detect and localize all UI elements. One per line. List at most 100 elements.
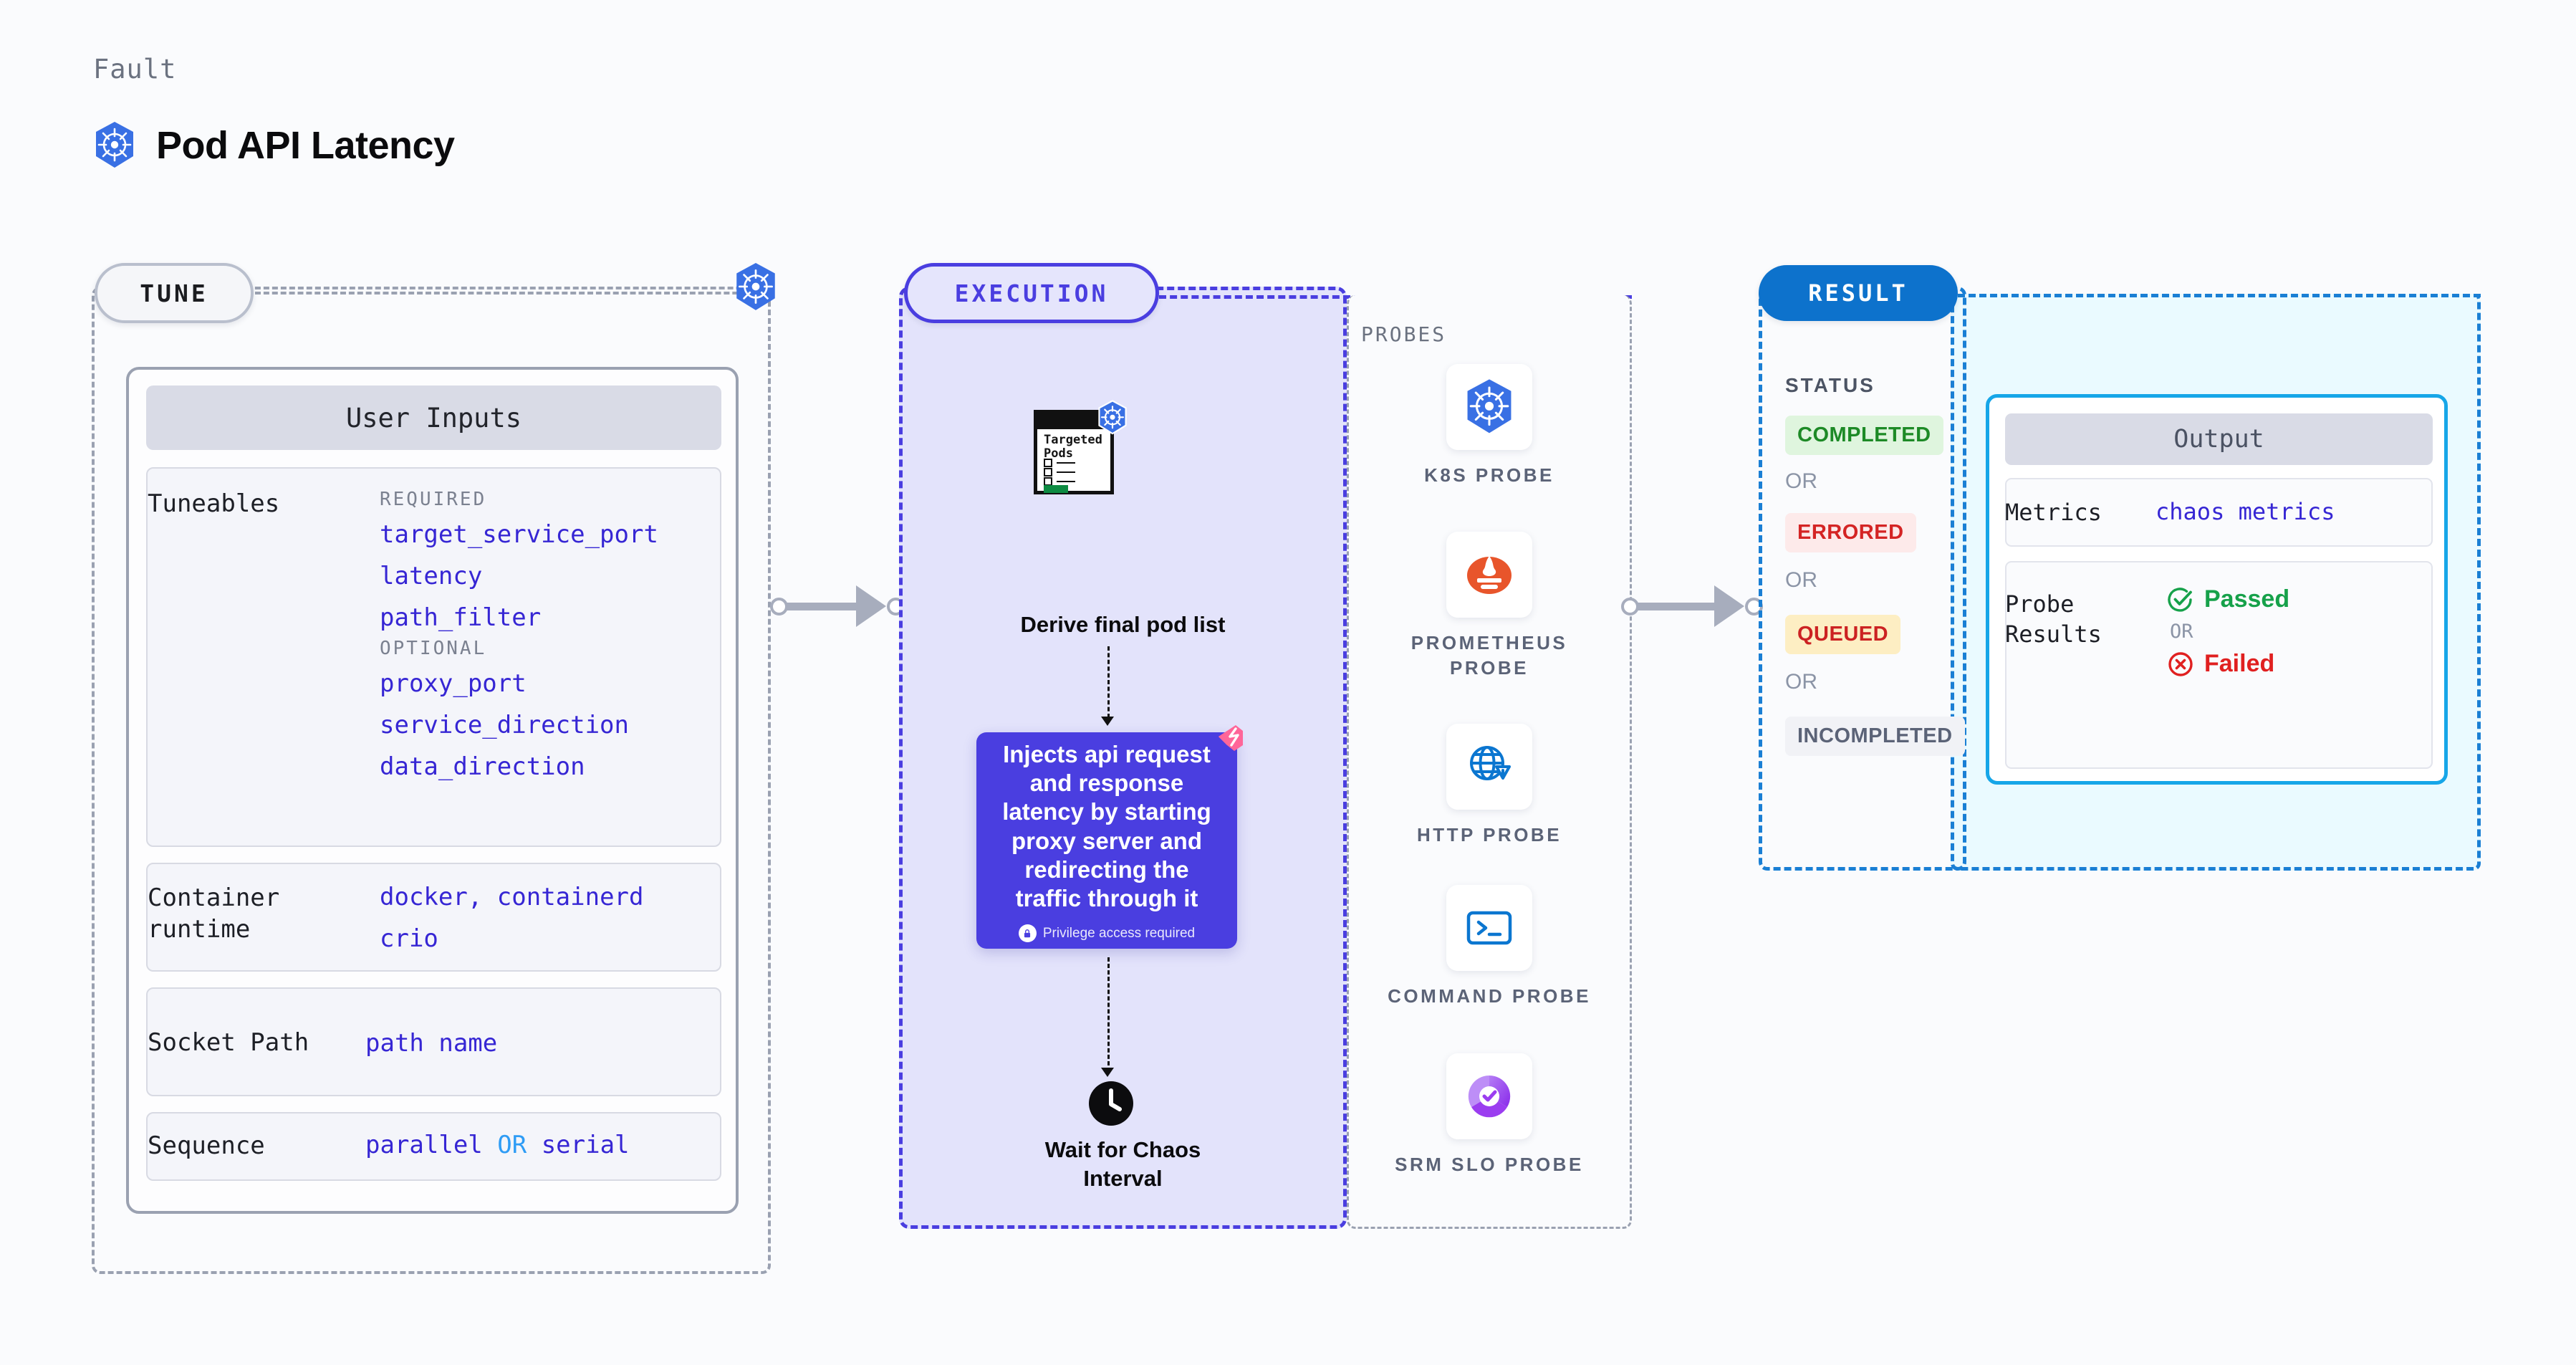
pods-line <box>1057 480 1075 483</box>
user-inputs-title: User Inputs <box>146 385 721 450</box>
globe-warning-icon <box>1446 724 1532 810</box>
result-top-dashline <box>1958 294 2481 297</box>
tuneable-latency[interactable]: latency <box>380 562 483 590</box>
sequence-parallel[interactable]: parallel <box>365 1131 483 1159</box>
clock-icon <box>1088 1081 1134 1126</box>
wait-caption-line2: Interval <box>1083 1165 1163 1191</box>
pods-heading-line2: Pods <box>1044 446 1073 461</box>
container-runtime-values: docker, containerd crio <box>380 883 644 957</box>
container-runtime-section <box>146 863 721 972</box>
status-heading: STATUS <box>1785 374 1875 396</box>
runtime-comma: , <box>467 883 483 911</box>
probe-result-passed: Passed <box>2167 585 2289 613</box>
tune-top-dashline <box>255 292 764 294</box>
status-badge-completed: COMPLETED <box>1785 416 1943 455</box>
page-title: Pod API Latency <box>156 124 455 167</box>
probe-result-failed-label: Failed <box>2204 650 2275 677</box>
tuneable-target-service-port[interactable]: target_service_port <box>380 520 658 549</box>
tuneables-values: REQUIRED target_service_port latency pat… <box>380 489 658 785</box>
socket-path-value[interactable]: path name <box>365 1029 498 1058</box>
connector-execution-result <box>1621 584 1764 627</box>
probe-results-label-line1: Probe <box>2005 590 2075 618</box>
arrow-down-icon <box>1101 717 1114 726</box>
required-heading: REQUIRED <box>380 489 487 510</box>
probe-result-passed-label: Passed <box>2204 585 2290 613</box>
sequence-serial[interactable]: serial <box>541 1131 630 1159</box>
probe-http-label: HTTP PROBE <box>1416 824 1562 846</box>
probe-command-label: COMMAND PROBE <box>1388 985 1591 1007</box>
page-title-row: Pod API Latency <box>92 120 455 171</box>
pods-card-titlebar <box>1037 413 1110 429</box>
tuneable-data-direction[interactable]: data_direction <box>380 752 585 781</box>
metrics-section <box>2005 478 2433 547</box>
pods-progress-bar <box>1044 485 1068 493</box>
metrics-value[interactable]: chaos metrics <box>2156 498 2335 525</box>
pods-list-item <box>1044 459 1075 467</box>
status-or-3: OR <box>1785 670 1817 694</box>
execution-pill[interactable]: EXECUTION <box>904 263 1159 323</box>
probe-prometheus[interactable]: PROMETHEUS PROBE <box>1347 532 1632 681</box>
terminal-icon <box>1446 885 1532 971</box>
probe-results-section <box>2005 561 2433 769</box>
probe-srm-slo-label: SRM SLO PROBE <box>1395 1154 1584 1175</box>
pods-card-heading: Targeted Pods <box>1044 433 1108 461</box>
pods-heading-line1: Targeted <box>1044 433 1102 447</box>
tune-pill[interactable]: TUNE <box>95 263 254 323</box>
kubernetes-icon <box>732 262 779 316</box>
status-badge-queued: QUEUED <box>1785 615 1901 654</box>
tuneable-path-filter[interactable]: path_filter <box>380 603 542 632</box>
step-wait-chaos-interval-caption: Wait for Chaos Interval <box>913 1136 1332 1192</box>
pods-list-item <box>1044 468 1075 476</box>
probe-results-values: Passed OR Failed <box>2167 585 2289 678</box>
output-card: Output Metrics chaos metrics Probe Resul… <box>1986 394 2448 785</box>
status-or-2: OR <box>1785 568 1817 592</box>
probe-results-label-line2: Results <box>2005 620 2102 648</box>
connector-tune-execution <box>770 584 906 627</box>
probe-http[interactable]: HTTP PROBE <box>1347 724 1632 848</box>
sequence-section <box>146 1112 721 1181</box>
inject-latency-card: Injects api request and response latency… <box>976 725 1243 949</box>
inject-latency-text: Injects api request and response latency… <box>1002 740 1211 911</box>
probe-prometheus-label: PROMETHEUS PROBE <box>1410 632 1568 679</box>
probe-k8s[interactable]: K8S PROBE <box>1347 364 1632 488</box>
checkbox-icon <box>1044 459 1052 467</box>
page-eyebrow: Fault <box>93 54 177 85</box>
user-inputs-card: User Inputs Tuneables REQUIRED target_se… <box>126 367 739 1214</box>
status-or-1: OR <box>1785 469 1817 493</box>
kubernetes-icon <box>1096 400 1129 439</box>
srm-slo-icon <box>1446 1053 1532 1139</box>
x-circle-icon <box>2168 651 2193 676</box>
result-pill[interactable]: RESULT <box>1759 265 1958 321</box>
runtime-containerd[interactable]: containerd <box>496 883 644 911</box>
kubernetes-icon <box>1446 364 1532 450</box>
sequence-label: Sequence <box>148 1131 265 1160</box>
probe-k8s-label: K8S PROBE <box>1424 464 1554 486</box>
container-runtime-label-line2: runtime <box>148 914 251 944</box>
flow-connector-1 <box>1107 646 1110 718</box>
probe-command[interactable]: COMMAND PROBE <box>1347 885 1632 1009</box>
pods-line <box>1057 471 1075 474</box>
checkbox-icon <box>1044 468 1052 476</box>
flow-connector-2 <box>1107 957 1110 1072</box>
wait-caption-line1: Wait for Chaos <box>1044 1137 1201 1162</box>
sequence-or: OR <box>497 1131 527 1159</box>
tuneable-service-direction[interactable]: service_direction <box>380 711 629 739</box>
privilege-access-note: Privilege access required <box>1018 924 1195 943</box>
socket-path-label: Socket Path <box>148 1028 309 1057</box>
arrow-down-icon <box>1101 1068 1114 1077</box>
metrics-label: Metrics <box>2005 499 2102 526</box>
container-runtime-label: Container runtime <box>148 883 279 945</box>
pods-line <box>1057 461 1075 464</box>
probe-result-or: OR <box>2170 621 2193 643</box>
lock-icon <box>1018 924 1037 943</box>
probe-result-failed: Failed <box>2167 650 2289 678</box>
tuneables-label: Tuneables <box>148 489 280 518</box>
tuneable-proxy-port[interactable]: proxy_port <box>380 669 527 698</box>
probe-srm-slo[interactable]: SRM SLO PROBE <box>1347 1053 1632 1177</box>
check-circle-icon <box>2168 587 2192 612</box>
runtime-docker[interactable]: docker <box>380 883 468 911</box>
runtime-crio[interactable]: crio <box>380 924 438 953</box>
tuneables-section <box>146 467 721 847</box>
container-runtime-label-line1: Container <box>148 883 280 912</box>
